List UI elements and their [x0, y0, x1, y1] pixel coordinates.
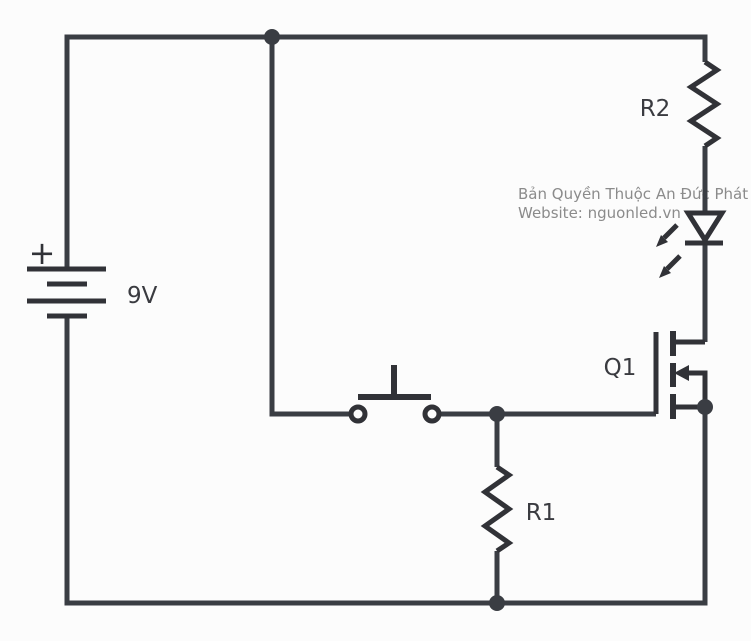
led-arrow2-shaft [665, 254, 682, 271]
resistor-r2-symbol: R2 [640, 59, 722, 149]
wires [64, 34, 708, 606]
watermark: Bản Quyền Thuộc An Đức Phát Website: ngu… [518, 185, 748, 222]
pushbutton-symbol [348, 365, 442, 424]
battery-symbol: + 9V [27, 234, 158, 319]
resistor-r1-zigzag [480, 464, 514, 554]
junction-dots [264, 29, 713, 611]
resistor-r1-label: R1 [526, 500, 557, 526]
wire-ground-rail [64, 317, 708, 606]
led-emission-arrow-1 [656, 223, 679, 247]
junction-dot-gate-r1 [489, 406, 505, 422]
junction-dot-top-rail [264, 29, 280, 45]
led-arrow2-head [659, 266, 671, 278]
mosfet-q1-symbol: Q1 [604, 331, 708, 419]
wire-positive-rail [64, 34, 708, 269]
resistor-r2-zigzag [686, 59, 722, 149]
led-symbol [656, 210, 727, 278]
battery-value-label: 9V [127, 283, 158, 309]
wire-rail-to-switch [269, 37, 350, 417]
led-triangle [683, 210, 727, 245]
led-arrow1-shaft [662, 223, 679, 240]
pushbutton-terminal-left [348, 404, 368, 424]
mosfet-q1-label: Q1 [604, 355, 637, 381]
mosfet-body-arrow [674, 365, 689, 381]
led-emission-arrow-2 [659, 254, 682, 278]
watermark-line2: Website: nguonled.vn [518, 204, 681, 222]
resistor-r1-symbol: R1 [480, 464, 557, 554]
resistor-r2-label: R2 [640, 96, 671, 122]
watermark-line1: Bản Quyền Thuộc An Đức Phát [518, 185, 748, 203]
junction-dot-source [697, 399, 713, 415]
led-arrow1-head [656, 235, 668, 247]
pushbutton-terminal-right [422, 404, 442, 424]
junction-dot-ground-r1 [489, 595, 505, 611]
battery-plus-mark: + [29, 234, 56, 272]
